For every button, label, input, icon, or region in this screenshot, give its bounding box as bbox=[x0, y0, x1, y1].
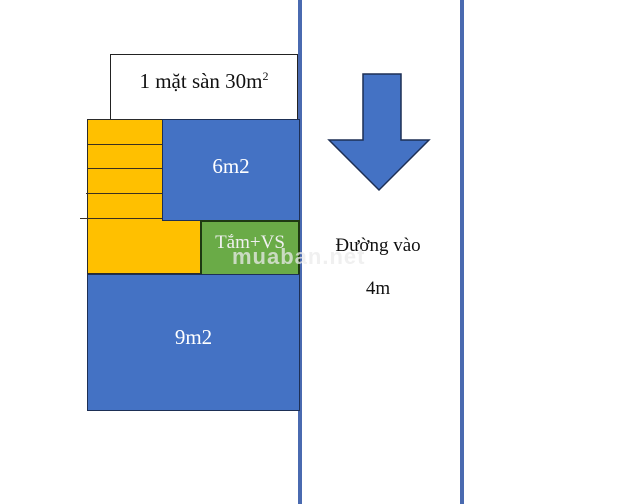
road-right-line bbox=[460, 0, 464, 504]
stair-step bbox=[80, 218, 163, 219]
down-arrow-icon bbox=[327, 73, 431, 192]
stair-step bbox=[88, 144, 163, 145]
floor-area-label: 1 mặt sàn 30m2 bbox=[139, 69, 269, 93]
road-left-line bbox=[298, 0, 302, 504]
room-bath-label: Tắm+VS bbox=[215, 232, 285, 253]
room-9m2-label: 9m2 bbox=[174, 325, 213, 349]
watermark: muaban.net bbox=[232, 244, 366, 269]
stair-step bbox=[86, 193, 163, 194]
road-width: 4m bbox=[365, 278, 391, 299]
room-6m2-label: 6m2 bbox=[212, 154, 250, 178]
floor-area-label-box: 1 mặt sàn 30m2 bbox=[110, 54, 298, 120]
staircase-upper bbox=[87, 119, 163, 229]
room-9m2: 9m2 bbox=[87, 274, 300, 411]
road-label: Đường vào bbox=[335, 235, 421, 256]
room-6m2: 6m2 bbox=[162, 119, 300, 221]
stair-step bbox=[88, 168, 163, 169]
